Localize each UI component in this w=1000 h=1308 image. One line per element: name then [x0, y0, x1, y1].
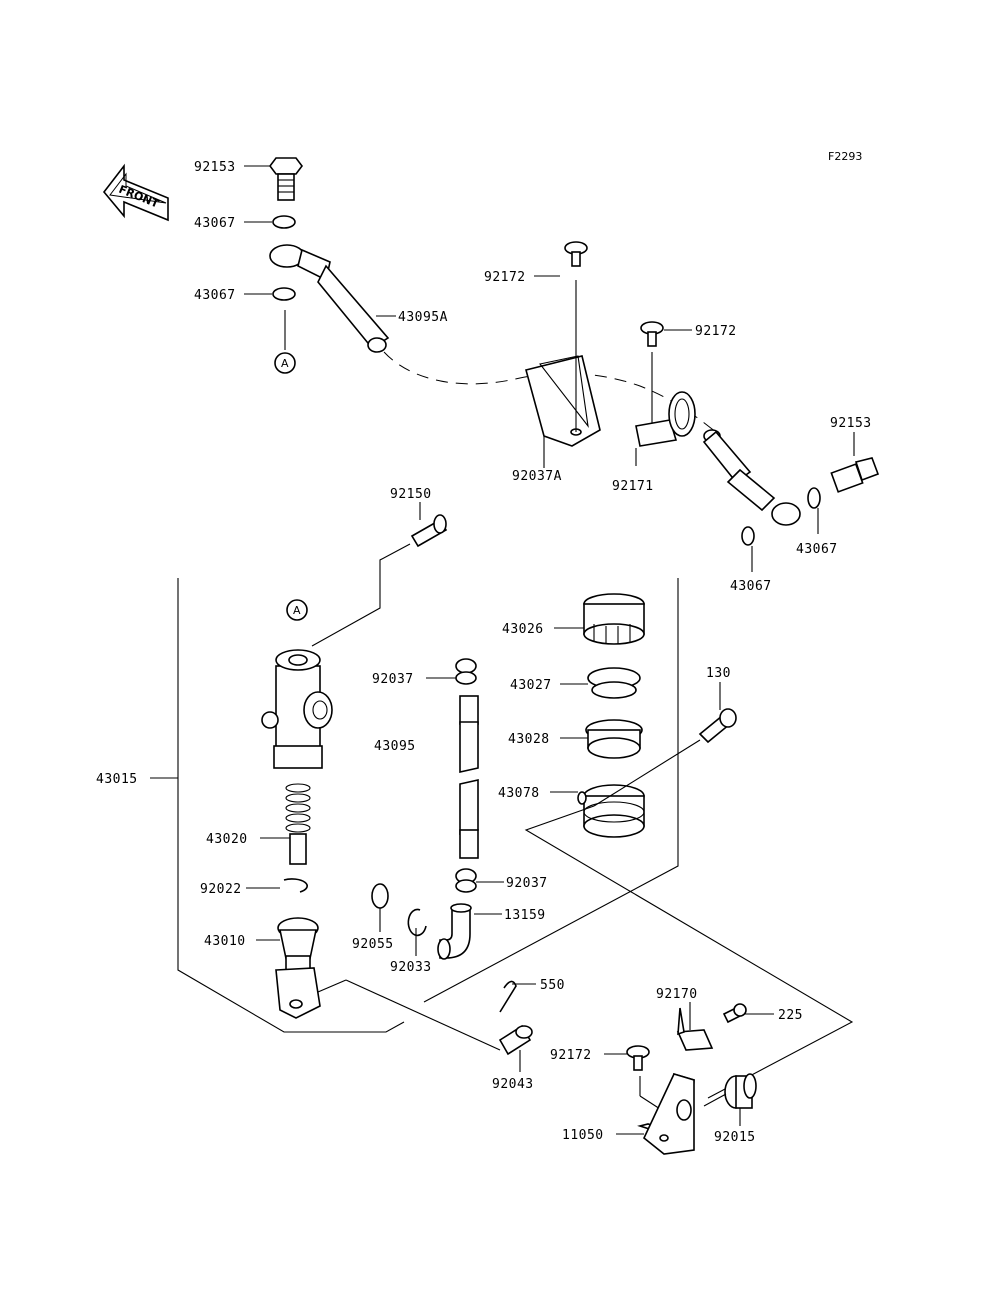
label-43028: 43028 [508, 732, 550, 747]
label-92022: 92022 [200, 882, 242, 897]
label-43010: 43010 [204, 934, 246, 949]
label-43095A: 43095A [398, 310, 448, 325]
washer-43067-a [272, 215, 296, 229]
clip-92037-a [455, 658, 477, 685]
screw-92172-a [564, 241, 588, 267]
part-labels: 92153 43067 43067 43095A 92172 92172 920… [96, 160, 872, 1145]
label-43067-a: 43067 [194, 216, 236, 231]
circlip-92022 [283, 878, 308, 893]
diagram-code: F2293 [828, 150, 862, 163]
label-43067-b: 43067 [194, 288, 236, 303]
label-43095: 43095 [374, 739, 416, 754]
clamp-92171 [635, 391, 696, 447]
label-92043: 92043 [492, 1077, 534, 1092]
label-92015: 92015 [714, 1130, 756, 1145]
circlip-92033 [407, 908, 427, 937]
label-92055: 92055 [352, 937, 394, 952]
label-92037A: 92037A [512, 469, 562, 484]
bolt-130 [698, 708, 737, 744]
label-13159: 13159 [504, 908, 546, 923]
bush-92015 [724, 1073, 757, 1109]
label-92037-a: 92037 [372, 672, 414, 687]
screw-225 [722, 1003, 747, 1024]
assembly-outline-left [177, 578, 405, 1033]
washer-43067-b [272, 287, 296, 301]
pin-92043 [498, 1024, 533, 1056]
label-130: 130 [706, 666, 731, 681]
label-43020: 43020 [206, 832, 248, 847]
plate-43027 [587, 667, 641, 699]
bracket-92170 [676, 1007, 714, 1051]
assembly-outline-right [423, 578, 679, 1003]
elbow-end [437, 938, 451, 960]
pin-line [345, 979, 501, 1051]
reservoir-43078 [577, 784, 645, 838]
bush-line [703, 1093, 727, 1107]
label-92153-a: 92153 [194, 160, 236, 175]
label-92172-c: 92172 [550, 1048, 592, 1063]
label-92150: 92150 [390, 487, 432, 502]
leader-lines [150, 165, 855, 1135]
callout-a-lower-label: A [293, 604, 301, 617]
front-arrow-icon: FRONT [102, 163, 169, 222]
pin-line-2 [317, 979, 347, 993]
label-92172-b: 92172 [695, 324, 737, 339]
label-43027: 43027 [510, 678, 552, 693]
cylinder-body [261, 649, 333, 769]
bracket-11050 [637, 1072, 695, 1155]
bolt-92150 [410, 514, 448, 548]
cap-43026 [583, 593, 645, 645]
pushrod-43010 [275, 917, 321, 1019]
label-92153-b: 92153 [830, 416, 872, 431]
screw-92172-b [640, 321, 664, 347]
mount-outline [524, 805, 854, 1099]
label-92033: 92033 [390, 960, 432, 975]
screw-92172-c [626, 1045, 650, 1071]
cotter-pin-550 [499, 980, 517, 1013]
spring-43020 [285, 783, 311, 865]
label-11050: 11050 [562, 1128, 604, 1143]
label-43015: 43015 [96, 772, 138, 787]
label-225: 225 [778, 1008, 803, 1023]
label-43067-c: 43067 [796, 542, 838, 557]
label-92172-a: 92172 [484, 270, 526, 285]
bracket-92037A [525, 355, 601, 447]
clip-92037-b [455, 868, 477, 893]
elbow-top [450, 903, 472, 913]
banjo-bolt-92153-a [269, 157, 303, 201]
washer-43067-c [807, 487, 821, 509]
hose-43095 [459, 695, 479, 859]
label-92037-b: 92037 [506, 876, 548, 891]
label-92170: 92170 [656, 987, 698, 1002]
hose-end-lower [702, 429, 801, 526]
callout-a-upper [274, 352, 296, 374]
callout-a-lower [286, 599, 308, 621]
banjo-bolt-92153-b [830, 457, 880, 493]
label-550: 550 [540, 978, 565, 993]
callout-a-upper-label: A [281, 357, 289, 370]
hose-43095A [269, 244, 390, 353]
label-92171: 92171 [612, 479, 654, 494]
label-43078: 43078 [498, 786, 540, 801]
oring-92055 [371, 883, 389, 909]
label-43067-d: 43067 [730, 579, 772, 594]
diaphragm-43028 [585, 719, 643, 759]
label-43026: 43026 [502, 622, 544, 637]
washer-43067-d [741, 526, 755, 546]
